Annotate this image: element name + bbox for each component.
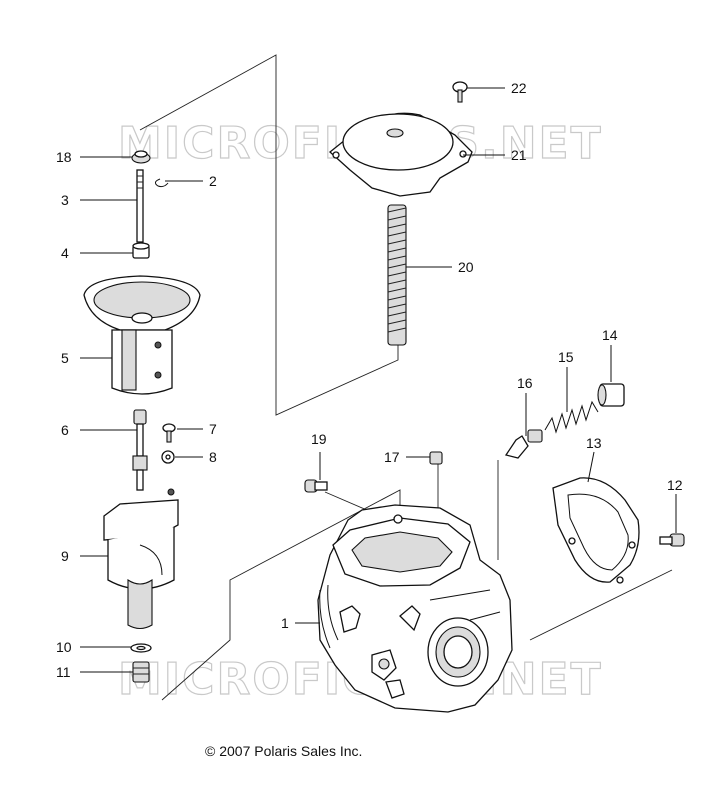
part-3-needle [136,169,144,243]
callout-12: 12 [667,477,683,493]
callout-17: 17 [384,449,400,465]
callout-14: 14 [602,327,618,343]
part-1-carburetor-body [317,504,513,713]
part-20-spring [387,204,407,346]
part-7-screw [162,423,176,443]
callout-labels: 18 2 3 4 5 6 7 8 9 10 11 22 21 20 1 19 1… [56,80,683,680]
assembly-lines [139,54,673,701]
callout-7: 7 [209,421,217,437]
part-9-slide-body [103,488,179,630]
part-15-spring [544,400,599,434]
callout-2: 2 [209,173,217,189]
callout-4: 4 [61,245,69,261]
callout-19: 19 [311,431,327,447]
part-21-cover [328,112,473,197]
part-19-screw [304,479,328,493]
part-12-screw [659,533,685,547]
callout-6: 6 [61,422,69,438]
part-4-spacer [132,242,150,259]
part-10-o-ring [130,643,152,653]
part-5-diaphragm-piston [83,275,201,395]
part-16-pilot-screw [504,429,543,459]
callout-8: 8 [209,449,217,465]
part-14-cap [597,383,625,407]
callout-15: 15 [558,349,574,365]
callout-10: 10 [56,639,72,655]
part-17-jet [429,451,443,465]
copyright-notice: © 2007 Polaris Sales Inc. [205,743,362,759]
callout-13: 13 [586,435,602,451]
callout-3: 3 [61,192,69,208]
part-6-needle-jet [132,409,148,491]
callout-21: 21 [511,147,527,163]
part-18-cap [131,150,151,164]
callout-16: 16 [517,375,533,391]
part-22-screw [452,81,468,103]
callout-11: 11 [56,664,71,680]
part-13-cover [552,477,640,584]
leader-lines [80,87,677,673]
callout-5: 5 [61,350,69,366]
callout-9: 9 [61,548,69,564]
part-8-lock-washer [161,450,175,464]
callout-22: 22 [511,80,527,96]
callout-20: 20 [458,259,474,275]
part-2-clip [154,178,169,188]
callout-18: 18 [56,149,72,165]
part-11-main-jet [132,661,150,683]
callout-1: 1 [281,615,289,631]
